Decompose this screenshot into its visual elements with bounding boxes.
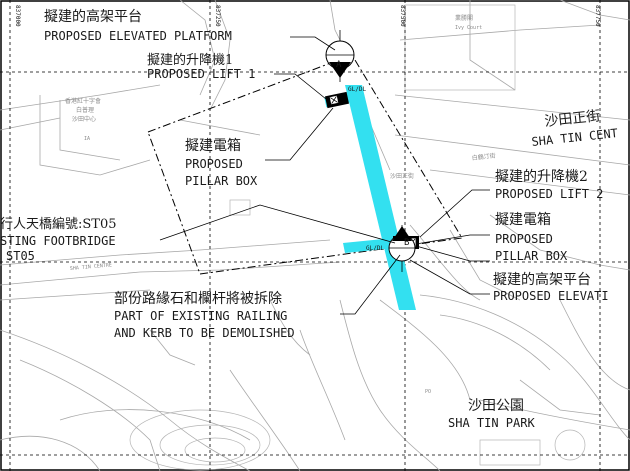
platform-b-en: PROPOSED ELEVATI [493,289,609,303]
bg-label: 沙田中心 [72,115,96,123]
railing-en1: PART OF EXISTING RAILING [114,309,287,323]
platform-a-en: PROPOSED ELEVATED PLATFORM [44,29,232,43]
bg-label: 沙田正街 [390,172,414,180]
bg-label: 香港紅十字會 [65,97,101,105]
street-name-zh: 沙田正街 [544,108,601,130]
platform-b-zh: 擬建的高架平台 [493,271,591,288]
bg-label: PO [425,389,431,395]
lift-2-en: PROPOSED LIFT 2 [495,187,603,201]
bg-label: IA [84,136,90,142]
railing-en2: AND KERB TO BE DEMOLISHED [114,326,295,340]
park-name-zh: 沙田公園 [468,398,524,414]
section-marker-b: B [388,225,416,272]
pillar-box-a-zh: 擬建電箱 [185,138,241,154]
bg-label: 業勝閣 [455,14,473,22]
lift-2-zh: 擬建的升降機2 [495,169,588,185]
grid-coord-label: 837250 [214,5,221,27]
lift-1-symbol [324,91,350,109]
footbridge-zh: 行人天橋編號:ST05 [0,216,117,232]
base-map-shapes [129,4,586,471]
park-name-en: SHA TIN PARK [448,416,535,430]
pillar-box-b-en2: PILLAR BOX [495,249,568,263]
footbridge-en2: ST05 [6,249,35,263]
lift-1-en: PROPOSED LIFT 1 [147,67,255,81]
grid-coord-label: 837500 [399,5,406,27]
section-marker-b-label: B [404,238,409,248]
bg-label: 白鶴汀街 [471,152,496,162]
pillar-box-b-en1: PROPOSED [495,232,553,246]
gl-dl-label-bottom: GL/DL [366,245,384,252]
grid-coord-label: 837750 [594,5,601,27]
site-boundary [147,54,463,275]
lift-1-zh: 擬建的升降機1 [147,52,233,68]
pillar-box-a-en2: PILLAR BOX [185,174,258,188]
bg-label: 白普理 [76,106,94,114]
pillar-box-a-en1: PROPOSED [185,157,243,171]
bg-label: SHA TIN CENTRE [70,262,113,272]
annotation-leader-lines [159,36,490,315]
footbridge-en1: STING FOOTBRIDGE [0,234,116,248]
platform-a-zh: 擬建的高架平台 [44,8,142,25]
bg-label: Ivy Court [455,25,482,31]
section-marker-a: A [325,30,355,82]
grid-coord-label: 837000 [14,5,21,27]
gl-dl-label-top: GL/DL [348,86,366,93]
railing-zh: 部份路緣石和欄杆將被拆除 [114,291,282,307]
section-marker-a-label: A [336,60,342,70]
pillar-box-b-zh: 擬建電箱 [495,212,551,228]
